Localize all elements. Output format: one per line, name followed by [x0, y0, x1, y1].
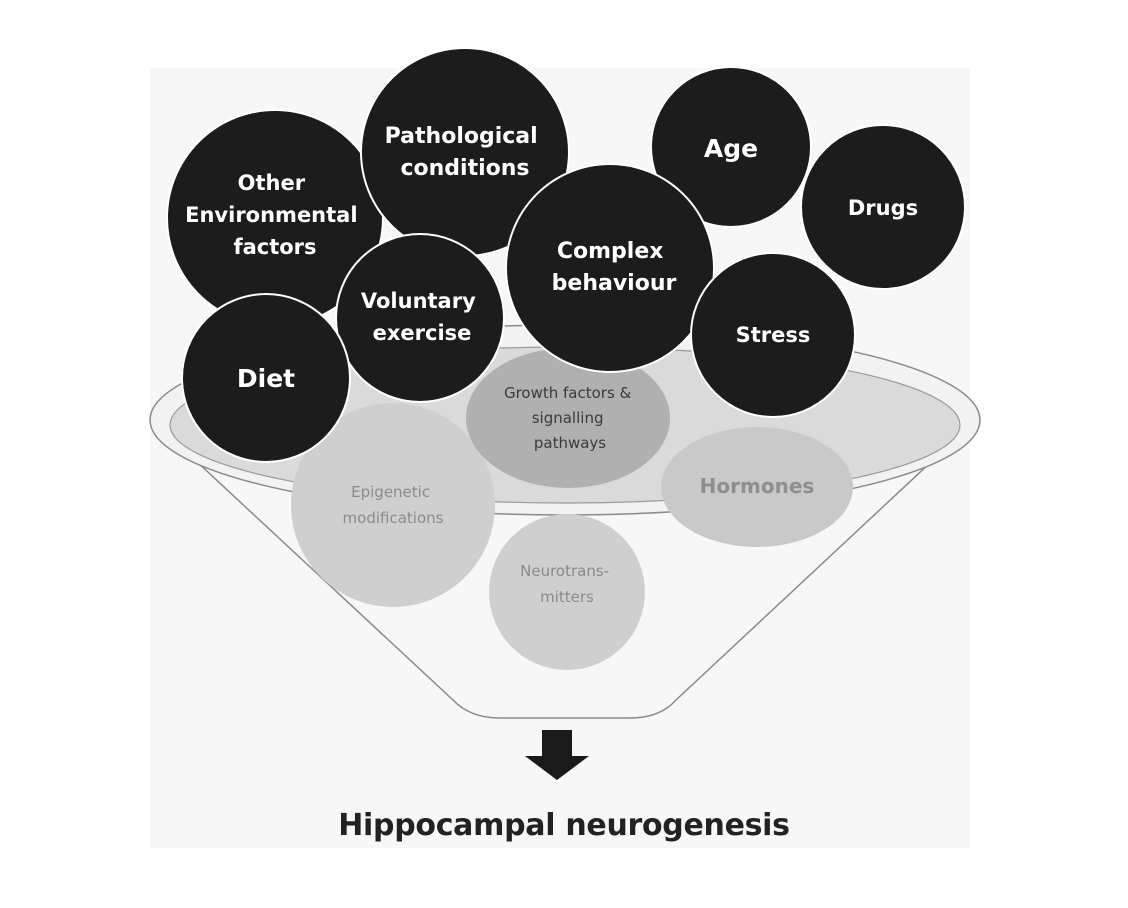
factor-label-line: Drugs	[848, 196, 918, 220]
factor-label-line: Other	[238, 171, 306, 195]
factor-label-line: Pathological	[385, 124, 538, 149]
outcome-label: Hippocampal neurogenesis	[338, 808, 790, 843]
factor-label-line: Environmental	[185, 203, 357, 227]
svg-text:Age: Age	[704, 134, 758, 163]
factor-label-line: Voluntary	[361, 289, 476, 313]
hormones-label-line: Hormones	[700, 474, 815, 498]
neurotransmitters-circle	[489, 514, 645, 670]
svg-text:Complex behaviour: Complex behaviour	[552, 239, 677, 296]
epigenetic-circle	[291, 403, 495, 607]
funnel-body	[151, 419, 977, 719]
growth-factors-circle	[466, 348, 670, 488]
epigenetic-label: Epigenetic modifications	[343, 483, 444, 527]
hormones-circle	[661, 427, 853, 547]
factor-other-environmental: Other Environmental factors	[166, 109, 384, 327]
factor-complex-behaviour: Complex behaviour	[505, 163, 715, 373]
factor-label-line: Complex	[557, 239, 664, 264]
hormones-label: Hormones	[700, 474, 815, 498]
factor-label-line: Stress	[736, 323, 811, 347]
growth-factors-label-line: signalling	[532, 409, 604, 427]
epigenetic-label-line: modifications	[343, 509, 444, 527]
growth-factors-label: Growth factors & signalling pathways	[504, 384, 636, 452]
epigenetic-label-line: Epigenetic	[351, 483, 430, 501]
svg-text:Diet: Diet	[237, 364, 295, 393]
factor-label-line: Age	[704, 134, 758, 163]
growth-factors-label-line: Growth factors &	[504, 384, 632, 402]
factor-drugs: Drugs	[800, 124, 966, 290]
neurotransmitters-label-line: mitters	[540, 588, 594, 606]
svg-text:Stress: Stress	[736, 323, 811, 347]
svg-text:Voluntary exercise: Voluntary exercise	[361, 289, 483, 345]
svg-text:Drugs: Drugs	[848, 196, 918, 220]
factor-voluntary-exercise: Voluntary exercise	[335, 233, 505, 403]
factor-label-line: Diet	[237, 364, 295, 393]
factor-label-line: conditions	[400, 156, 529, 181]
down-arrow	[525, 730, 589, 780]
svg-text:Pathological condition: Pathological conditions	[385, 124, 546, 181]
svg-text:Other Environmental: Other Environmental factors	[185, 171, 365, 259]
factor-pathological: Pathological conditions	[360, 47, 570, 257]
factor-label-line: behaviour	[552, 271, 677, 296]
factor-label-line: exercise	[373, 321, 472, 345]
neurotransmitters-label: Neurotrans- mitters	[520, 562, 614, 606]
neurotransmitters-label-line: Neurotrans-	[520, 562, 609, 580]
factor-age: Age	[650, 66, 812, 228]
factor-label-line: factors	[233, 235, 316, 259]
factor-stress: Stress	[690, 252, 856, 418]
factor-diet: Diet	[181, 293, 351, 463]
growth-factors-label-line: pathways	[534, 434, 606, 452]
